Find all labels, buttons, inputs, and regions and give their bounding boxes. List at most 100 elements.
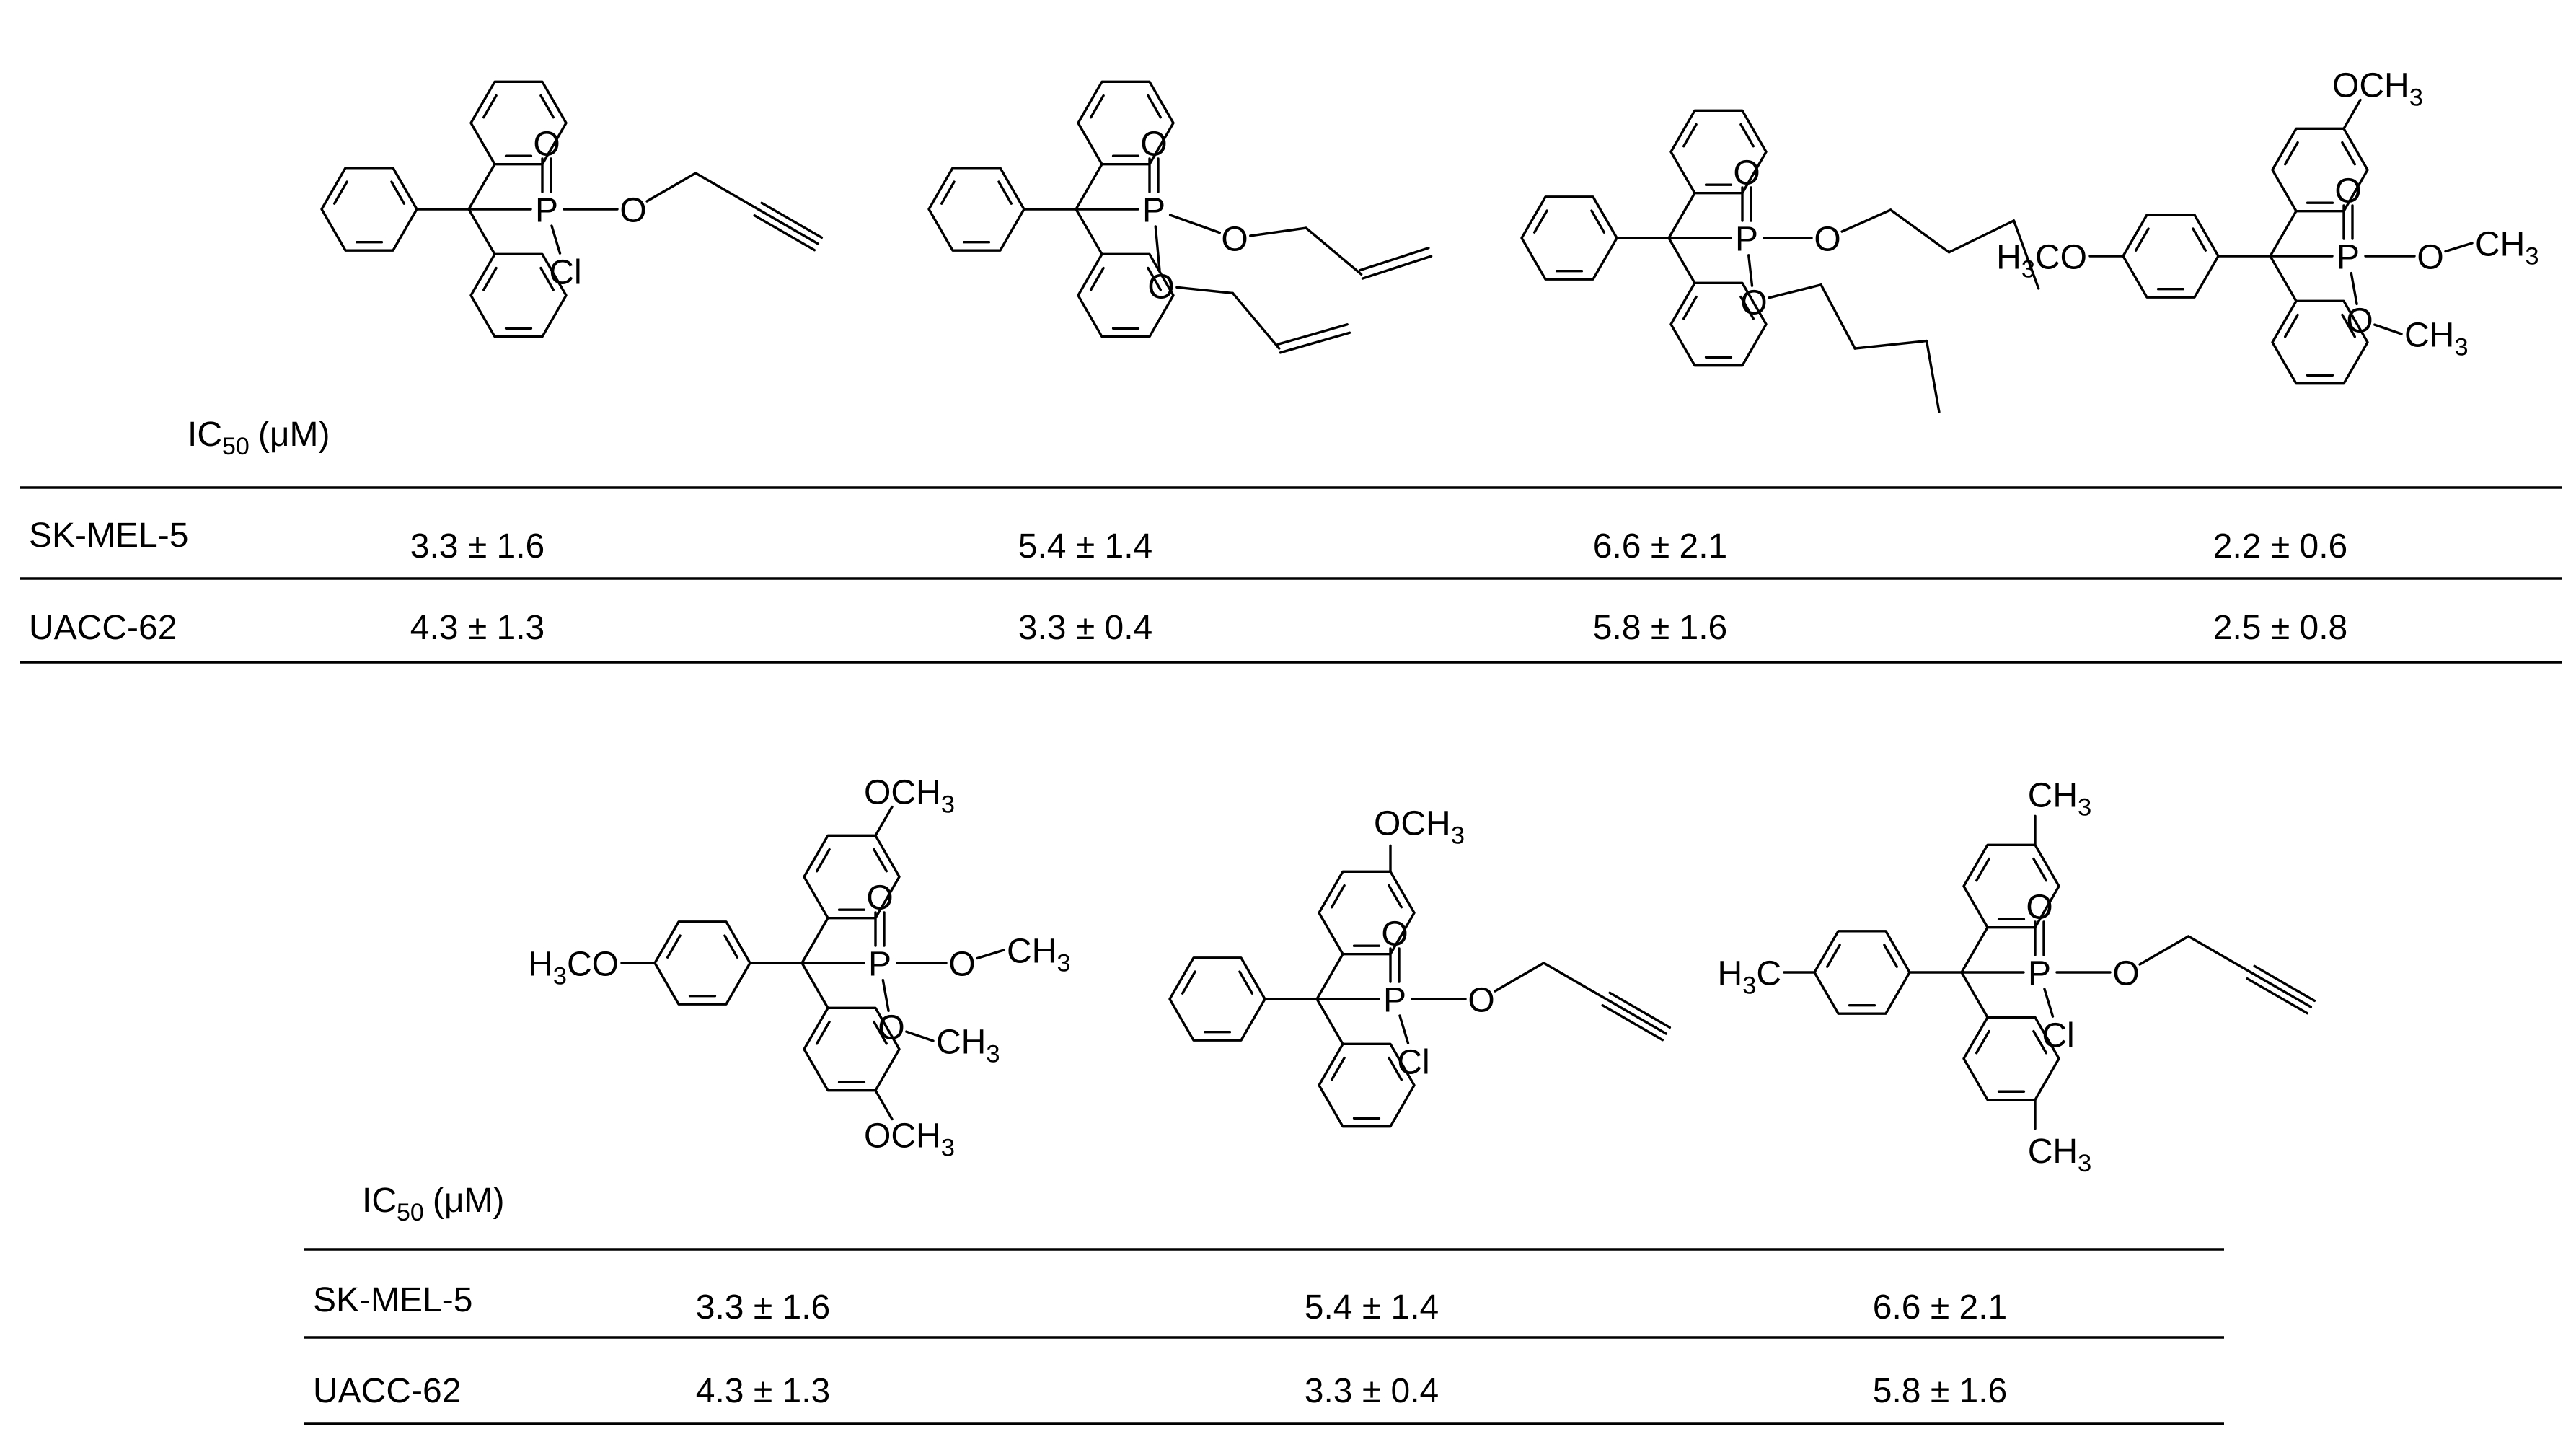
oxygen-atom: O	[878, 1008, 904, 1047]
ring-double-bond	[1682, 295, 1698, 320]
benzene-ring	[927, 167, 1025, 252]
ring-double-bond	[539, 94, 555, 119]
bond	[1667, 191, 1696, 239]
benzene-ring	[469, 252, 568, 338]
bond	[1840, 208, 1892, 233]
chlorine-atom: Cl	[549, 253, 581, 291]
ring-double-bond	[2283, 313, 2299, 338]
bond	[1960, 925, 1989, 974]
triple-bond-line	[1601, 1003, 1664, 1042]
benzene-ring	[1318, 1042, 1416, 1128]
methoxy-group: OCH3	[2332, 66, 2423, 111]
top-cell-ua-3: 5.8 ± 1.6	[1593, 609, 1727, 647]
top-cell-ua-2: 3.3 ± 0.4	[1018, 609, 1152, 647]
bond	[2187, 935, 2252, 974]
bond	[467, 162, 496, 211]
ring-double-bond	[1181, 970, 1196, 995]
bottom-cell-ua-2: 3.3 ± 0.4	[1305, 1372, 1439, 1410]
bond	[1315, 952, 1344, 1000]
ring-double-bond	[1147, 266, 1163, 291]
oxygen-atom: O	[1814, 220, 1840, 258]
bond	[1960, 971, 1989, 1019]
top-table: IC50(μM) SK-MEL-5 3.3 ± 1.6 5.4 ± 1.4 6.…	[20, 415, 2562, 664]
ring-double-bond	[2134, 227, 2150, 252]
oxygen-atom: O	[2026, 888, 2052, 926]
ring-double-bond	[1388, 1056, 1403, 1081]
bond	[2444, 242, 2474, 253]
bond	[2138, 935, 2190, 966]
bottom-row-label-uacc-62: UACC-62	[313, 1372, 461, 1410]
ring-double-bond	[2032, 1029, 2048, 1055]
triple-bond-line	[1608, 991, 1672, 1029]
p-o-bond	[1747, 254, 1754, 287]
bond	[1768, 283, 1822, 299]
benzene-ring	[1077, 252, 1175, 338]
ring-double-bond	[1825, 944, 1841, 968]
top-row-label-uacc-62: UACC-62	[29, 609, 177, 647]
benzene-ring	[1520, 195, 1618, 281]
bond	[1667, 237, 1696, 285]
bond	[2342, 98, 2362, 131]
double-bond-line	[1361, 255, 1433, 280]
double-bond-line	[1276, 323, 1349, 346]
ring-double-bond	[723, 934, 738, 959]
ring-double-bond	[1975, 1029, 1990, 1055]
ring-double-bond	[482, 94, 498, 119]
bond	[1075, 162, 1103, 211]
p-cl-bond	[2043, 988, 2055, 1018]
bond	[1853, 339, 1928, 350]
triple-bond-line	[2249, 971, 2313, 1008]
ring-double-bond	[1883, 944, 1899, 968]
top-cell-sk-2: 5.4 ± 1.4	[1018, 527, 1152, 566]
bond	[645, 172, 697, 203]
phosphorus-atom: P	[535, 191, 558, 229]
benzene-ring	[2271, 299, 2369, 385]
oxygen-atom: O	[2334, 172, 2361, 210]
phosphorus-atom: P	[2337, 238, 2360, 276]
oxygen-atom: O	[948, 945, 975, 983]
methoxy-group: OCH3	[864, 773, 955, 818]
ring-double-bond	[1089, 266, 1105, 291]
top-cell-ua-1: 4.3 ± 1.3	[410, 609, 544, 647]
p-o-bond	[1168, 214, 1221, 234]
methyl-group: CH3	[2475, 225, 2539, 270]
bottom-cell-sk-1: 3.3 ± 1.6	[696, 1288, 830, 1327]
bond	[1175, 286, 1235, 295]
bond	[2269, 255, 2298, 303]
oxygen-atom: O	[1468, 981, 1494, 1019]
methyl-group: CH3	[2028, 1132, 2092, 1177]
benzene-ring	[1669, 281, 1768, 367]
oxygen-atom: O	[1740, 283, 1767, 322]
p-o-bond	[1154, 225, 1161, 271]
bond	[1231, 291, 1281, 350]
triple-bond-line	[757, 208, 820, 245]
bond	[467, 208, 496, 256]
ring-double-bond	[815, 1020, 831, 1045]
ring-double-bond	[997, 180, 1013, 205]
phosphorus-atom: P	[1383, 981, 1406, 1019]
bond	[874, 1088, 894, 1121]
ring-double-bond	[2032, 857, 2048, 882]
ring-double-bond	[1739, 123, 1755, 148]
oxygen-atom: O	[1733, 154, 1760, 192]
oxygen-atom: O	[1221, 220, 1248, 258]
ring-double-bond	[1089, 94, 1105, 119]
bond	[1315, 998, 1344, 1046]
phosphorus-atom: P	[868, 945, 891, 983]
bond	[2373, 323, 2403, 335]
methoxy-group: OCH3	[1374, 805, 1465, 850]
phosphorus-atom: P	[1142, 191, 1165, 229]
top-cell-sk-1: 3.3 ± 1.6	[410, 527, 544, 566]
bond	[1494, 962, 1545, 993]
ring-double-bond	[390, 180, 405, 205]
ring-double-bond	[1238, 970, 1254, 995]
bottom-row-label-sk-mel-5: SK-MEL-5	[313, 1281, 472, 1319]
ring-double-bond	[2341, 141, 2357, 166]
bond	[1249, 226, 1307, 237]
triple-bond-line	[760, 201, 824, 239]
